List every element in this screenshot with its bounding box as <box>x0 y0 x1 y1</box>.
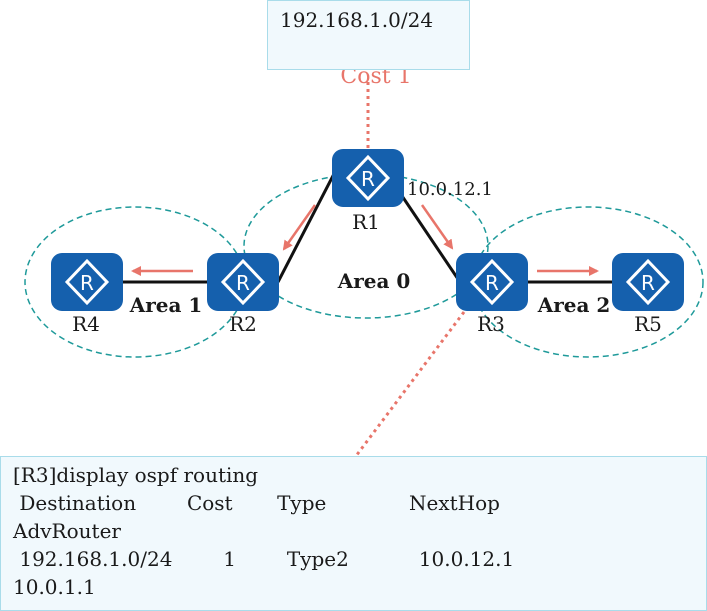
routing-output-connector <box>354 311 466 457</box>
link-r2-r1 <box>276 169 338 283</box>
router-r3[interactable]: R <box>456 253 528 311</box>
router-r2[interactable]: R <box>207 253 279 311</box>
area-label-2: Area 2 <box>537 293 611 317</box>
router-r1[interactable]: R <box>332 149 404 207</box>
area-label-1: Area 1 <box>129 293 203 317</box>
svg-text:R: R <box>236 271 250 295</box>
routing-command: [R3]display ospf routing <box>13 463 259 487</box>
arrow-r1-to-r3 <box>420 204 454 250</box>
next-hop-ip-label: 10.0.12.1 <box>407 179 493 200</box>
router-label-r4: R4 <box>72 312 100 336</box>
routing-row-wrap: 10.0.1.1 <box>13 575 96 599</box>
router-icon: R <box>345 154 391 202</box>
router-icon: R <box>469 258 515 306</box>
routing-table-output: [R3]display ospf routing Destination Cos… <box>0 456 707 611</box>
router-label-r1: R1 <box>352 210 380 234</box>
network-prefix-text: 192.168.1.0/24 <box>280 8 434 32</box>
svg-text:R: R <box>641 271 655 295</box>
area-label-0: Area 0 <box>337 269 411 293</box>
router-label-r3: R3 <box>477 312 505 336</box>
arrow-r1-to-r2 <box>282 204 317 251</box>
router-label-r2: R2 <box>229 312 257 336</box>
router-icon: R <box>220 258 266 306</box>
router-r5[interactable]: R <box>612 253 684 311</box>
routing-header-wrap: AdvRouter <box>13 519 121 543</box>
link-r1-r3 <box>396 189 462 283</box>
svg-text:R: R <box>361 167 375 191</box>
router-icon: R <box>64 258 110 306</box>
router-label-r5: R5 <box>634 312 662 336</box>
routing-header: Destination Cost Type NextHop <box>13 491 500 515</box>
network-prefix-box: 192.168.1.0/24 <box>267 0 470 70</box>
svg-text:R: R <box>485 271 499 295</box>
router-r4[interactable]: R <box>51 253 123 311</box>
svg-text:R: R <box>80 271 94 295</box>
router-icon: R <box>625 258 671 306</box>
routing-row: 192.168.1.0/24 1 Type2 10.0.12.1 <box>13 547 515 571</box>
